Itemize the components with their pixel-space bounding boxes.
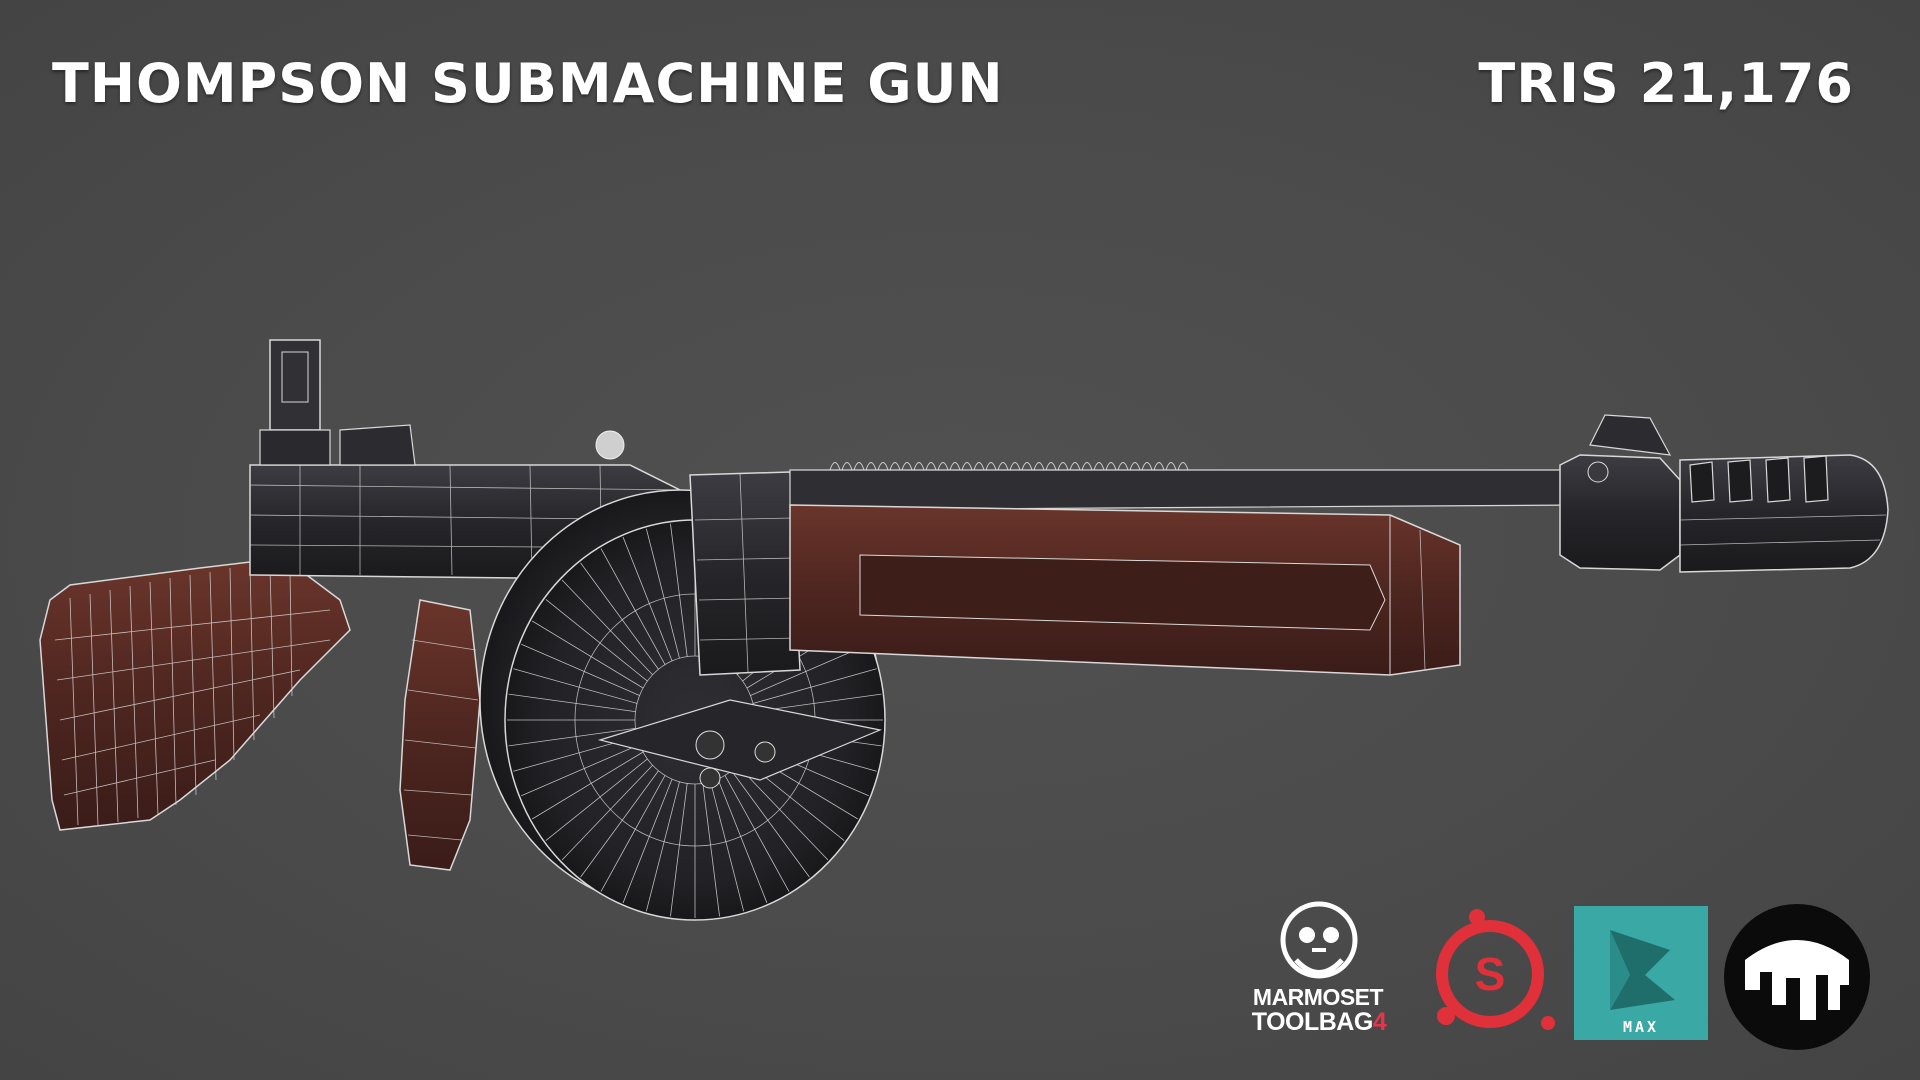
drum-wire [521,744,640,797]
drum-wire [702,783,720,917]
drum-wire [561,764,653,861]
drum-wire [622,536,673,662]
marmoset-name: MARMOSET [1252,984,1384,1010]
barrel-fin [1177,462,1189,471]
barrel-fin [1153,462,1165,471]
drum-wire [580,562,659,670]
barrel-fin [865,462,877,471]
barrel-fin [1081,462,1093,471]
drum-wire [545,599,648,682]
drum-wire [531,620,644,689]
barrel-fin [1057,462,1069,471]
drum-wire [670,783,688,917]
triangle-count: TRIS 21,176 [1478,52,1854,115]
barrel-fin [901,462,913,471]
barrel-fin [877,462,889,471]
barrel-fin [1069,462,1081,471]
drum-wire [531,751,644,820]
drum-wire [600,775,666,892]
marmoset-toolbag-label: TOOLBAG4 [1244,1008,1394,1037]
barrel-fin [841,462,853,471]
page-title: THOMPSON SUBMACHINE GUN [52,52,1004,115]
drum-wire [561,579,653,676]
barrel-fin [853,462,865,471]
barrel-fin [1021,462,1033,471]
drum-wire [513,668,638,704]
drum-wire [521,643,640,696]
barrel-fin [985,462,997,471]
drum-wire [645,781,680,912]
drum-wire [600,548,666,665]
drum-wire [580,770,659,878]
barrel-fin [1045,462,1057,471]
barrel-fin [829,462,841,471]
barrel [789,462,1581,511]
barrel-fin [1117,462,1129,471]
barrel-fin [889,462,901,471]
drum-wire [731,770,810,878]
max-label: MAX [1622,1018,1660,1036]
foregrip [789,504,1461,676]
barrel-fin [961,462,973,471]
barrel-fin [997,462,1009,471]
drum-wire [545,758,648,841]
drum-wire [752,668,877,704]
barrel-fin [973,462,985,471]
drum-wire [645,528,680,659]
marmoset-version: 4 [1372,1008,1387,1036]
magazine-well [689,471,801,676]
drum-wire [670,523,688,657]
barrel-fin [949,462,961,471]
drum-wire [724,775,790,892]
barrel-fin [937,462,949,471]
barrel-fin [1129,462,1141,471]
barrel-fin [1141,462,1153,471]
drum-wire [717,778,768,904]
barrel-fin [1165,462,1177,471]
barrel-fin [1093,462,1105,471]
drum-wire [508,693,636,713]
drum-wire [622,778,673,904]
gun-stock [39,561,351,831]
barrel-fin [1009,462,1021,471]
barrel-fin [1105,462,1117,471]
marmoset-toolbag-word: TOOLBAG [1251,1008,1374,1036]
barrel-fin [925,462,937,471]
pistol-grip [399,599,481,871]
drum-wire [508,727,636,747]
barrel-fin [913,462,925,471]
drum-wire [710,781,745,912]
drum-wire [737,764,829,861]
barrel-fin [1033,462,1045,471]
compensator [1559,414,1889,573]
